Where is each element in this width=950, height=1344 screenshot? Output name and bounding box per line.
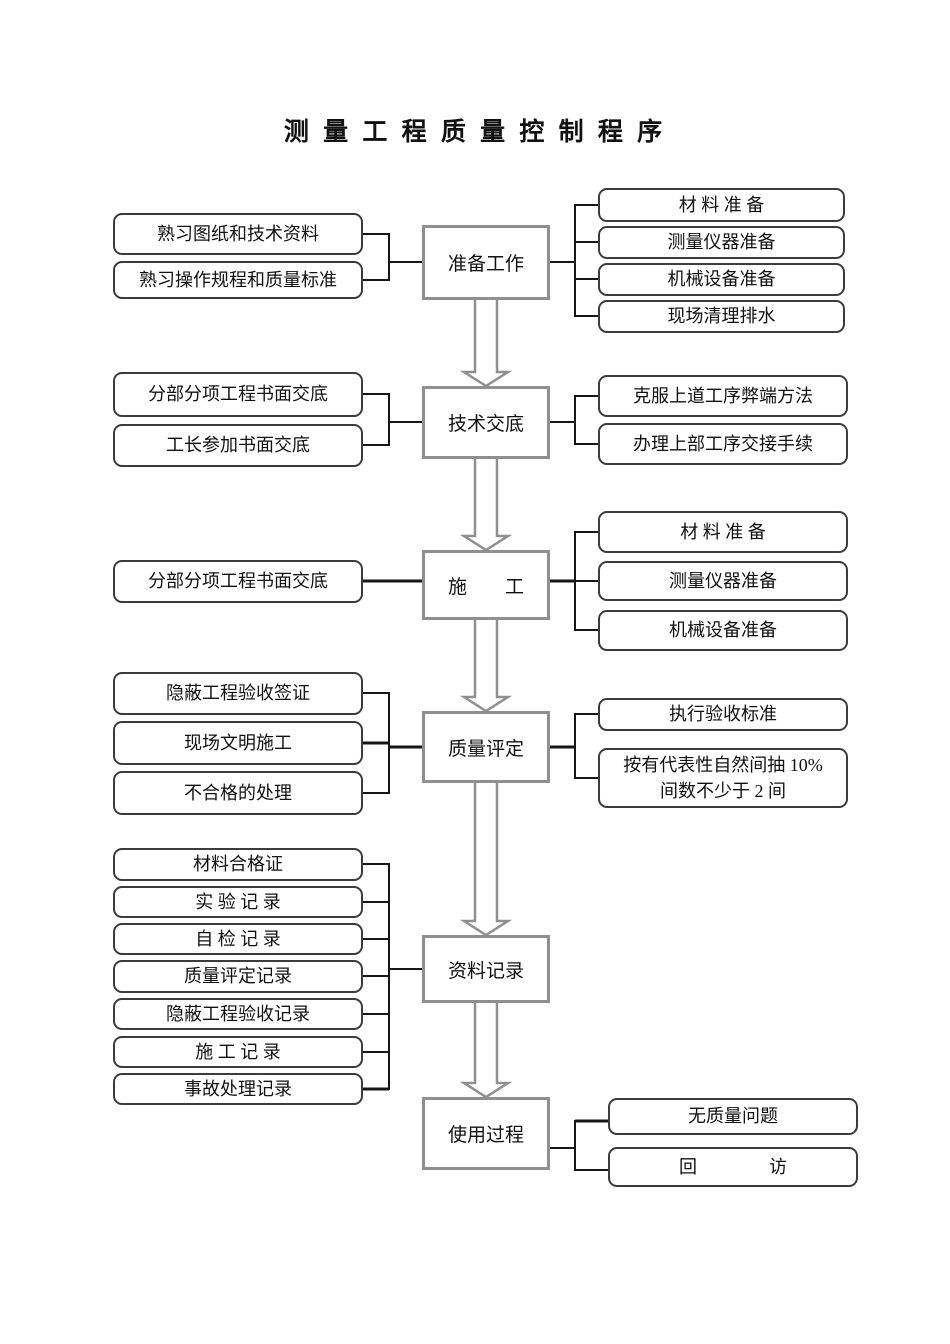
input-box: 不合格的处理 (113, 771, 363, 815)
connector-lines-stage6 (550, 1119, 608, 1171)
input-box: 熟习图纸和技术资料 (113, 213, 363, 255)
stage-box-technical-disclosure: 技术交底 (422, 386, 550, 459)
down-arrow-2 (459, 458, 513, 552)
connector-lines-stage5 (363, 863, 422, 1091)
output-box: 机械设备准备 (598, 263, 845, 296)
input-box: 分部分项工程书面交底 (113, 372, 363, 417)
input-box: 工长参加书面交底 (113, 424, 363, 467)
stage-box-preparation: 准备工作 (422, 225, 550, 300)
output-box: 办理上部工序交接手续 (598, 423, 848, 465)
output-box: 回 访 (608, 1147, 858, 1187)
connector-lines-stage3 (363, 531, 598, 631)
down-arrow-1 (459, 299, 513, 388)
input-box: 实 验 记 录 (113, 886, 363, 918)
output-box: 机械设备准备 (598, 610, 848, 651)
connector-lines-stage4 (363, 692, 598, 794)
output-box: 现场清理排水 (598, 300, 845, 333)
stage-box-construction: 施 工 (422, 550, 550, 620)
output-box: 执行验收标准 (598, 698, 848, 731)
output-box: 按有代表性自然间抽 10% 间数不少于 2 间 (598, 748, 848, 808)
output-box: 测量仪器准备 (598, 561, 848, 601)
input-box: 材料合格证 (113, 848, 363, 881)
input-box: 隐蔽工程验收记录 (113, 998, 363, 1030)
output-box: 克服上道工序弊端方法 (598, 375, 848, 417)
connector-lines-stage1 (363, 204, 598, 317)
input-box: 现场文明施工 (113, 721, 363, 765)
output-box: 无质量问题 (608, 1098, 858, 1135)
input-box: 施 工 记 录 (113, 1036, 363, 1068)
connector-lines-stage2 (363, 393, 598, 446)
output-box: 测量仪器准备 (598, 226, 845, 259)
input-box: 隐蔽工程验收签证 (113, 672, 363, 715)
output-box: 材 料 准 备 (598, 511, 848, 553)
input-box: 熟习操作规程和质量标准 (113, 261, 363, 299)
input-box: 质量评定记录 (113, 960, 363, 993)
down-arrow-4 (459, 782, 513, 937)
down-arrow-3 (459, 619, 513, 713)
stage-box-quality-assessment: 质量评定 (422, 711, 550, 783)
input-box: 自 检 记 录 (113, 923, 363, 955)
down-arrow-5 (459, 1002, 513, 1099)
stage-box-usage-process: 使用过程 (422, 1097, 550, 1170)
page-title: 测 量 工 程 质 量 控 制 程 序 (283, 119, 667, 146)
input-box: 事故处理记录 (113, 1073, 363, 1105)
input-box: 分部分项工程书面交底 (113, 560, 363, 603)
output-box: 材 料 准 备 (598, 188, 845, 222)
stage-box-data-records: 资料记录 (422, 935, 550, 1003)
